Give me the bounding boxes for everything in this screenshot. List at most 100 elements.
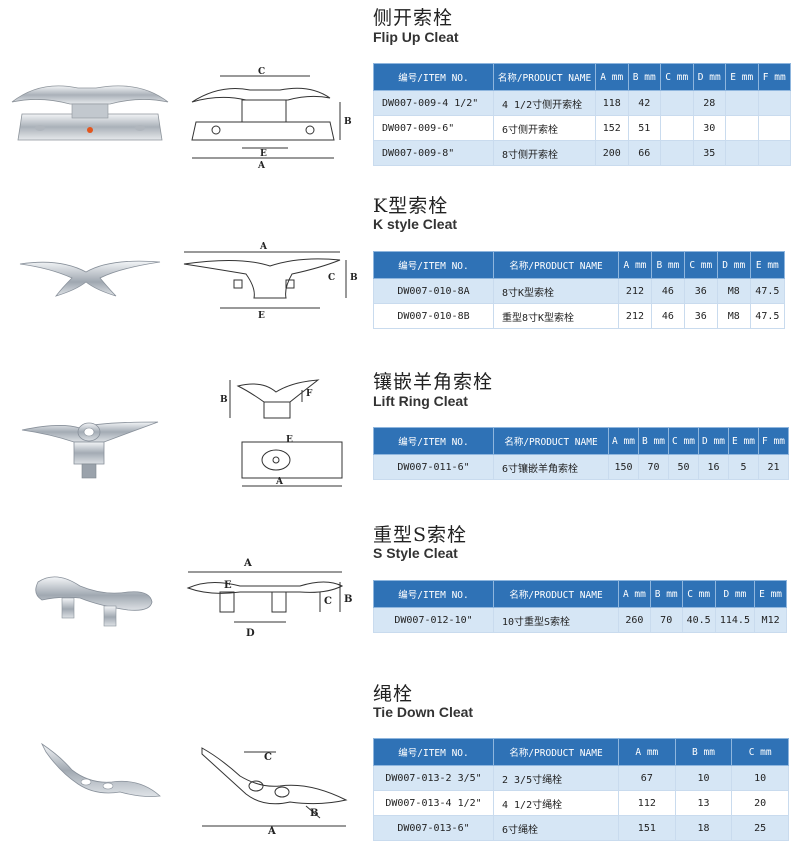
section-title-en: K style Cleat — [373, 216, 458, 232]
col-header: E mm — [728, 427, 759, 455]
col-header: B mm — [650, 251, 685, 279]
cell-d: 30 — [692, 115, 726, 141]
cell-f: 21 — [758, 454, 789, 480]
cell-e — [725, 140, 759, 166]
dim-label: C — [328, 273, 335, 283]
cell-b: 70 — [638, 454, 669, 480]
col-header: 编号/ITEM NO. — [373, 251, 494, 279]
table-row: DW007-012-10" 10寸重型S索栓 260 70 40.5 114.5… — [373, 607, 787, 633]
k-style-cleat-photo — [19, 260, 161, 297]
dim-label: E — [258, 311, 265, 321]
table-row: DW007-013-6" 6寸绳栓 151 18 25 — [373, 815, 789, 841]
cell-b: 46 — [650, 303, 685, 329]
col-header: E mm — [725, 63, 759, 91]
cell-d: 16 — [698, 454, 729, 480]
dim-label: B — [344, 594, 352, 605]
cell-b: 51 — [627, 115, 661, 141]
cell-c: 50 — [668, 454, 699, 480]
cell-e — [725, 115, 759, 141]
cell-a: 150 — [608, 454, 639, 480]
cell-c: 10 — [731, 765, 789, 791]
col-header: E mm — [749, 251, 786, 279]
cell-a: 152 — [595, 115, 629, 141]
cell-item-no: DW007-009-6" — [373, 115, 494, 141]
col-header: B mm — [627, 63, 661, 91]
section-title-zh: 镶嵌羊角索栓 — [373, 371, 494, 393]
table-row: DW007-013-2 3/5" 2 3/5寸绳栓 67 10 10 — [373, 765, 789, 791]
col-header: 编号/ITEM NO. — [373, 738, 494, 766]
cell-f — [757, 90, 791, 116]
cell-product-name: 6寸侧开索栓 — [493, 115, 596, 141]
dim-label: A — [243, 558, 252, 569]
cell-product-name: 10寸重型S索栓 — [493, 607, 619, 633]
col-header: C mm — [660, 63, 694, 91]
dim-label: B — [350, 273, 358, 283]
table-row: DW007-009-6" 6寸侧开索栓 152 51 30 — [373, 115, 791, 141]
cell-a: 260 — [618, 607, 651, 633]
dim-label: B — [310, 808, 318, 819]
cell-b: 46 — [650, 278, 685, 304]
dim-label: A — [259, 242, 268, 252]
col-header: D mm — [714, 580, 756, 608]
col-header: A mm — [618, 738, 676, 766]
cell-a: 67 — [618, 765, 676, 791]
lift-ring-cleat-photo — [21, 421, 159, 479]
col-header: D mm — [692, 63, 726, 91]
cell-a: 212 — [618, 303, 652, 329]
cell-item-no: DW007-009-8" — [373, 140, 494, 166]
dim-label: E — [260, 149, 267, 159]
col-header: 名称/PRODUCT NAME — [493, 427, 609, 455]
flip-up-cleat-photo — [11, 85, 169, 141]
cell-c — [660, 115, 694, 141]
col-header: C mm — [683, 251, 718, 279]
cell-f — [757, 140, 791, 166]
dim-label: C — [258, 67, 265, 77]
table-header-row: 编号/ITEM NO. 名称/PRODUCT NAME A mm B mm C … — [373, 580, 787, 608]
cell-d: M8 — [716, 303, 751, 329]
table-header-row: 编号/ITEM NO. 名称/PRODUCT NAME A mm B mm C … — [373, 251, 786, 279]
cell-a: 118 — [595, 90, 629, 116]
tie-down-cleat-drawing: C B A — [201, 747, 348, 836]
col-header: 名称/PRODUCT NAME — [493, 63, 596, 91]
dim-label: A — [267, 826, 276, 836]
table-row: DW007-010-8B 重型8寸K型索栓 212 46 36 M8 47.5 — [373, 303, 786, 329]
cell-item-no: DW007-009-4 1/2" — [373, 90, 494, 116]
cell-d: 114.5 — [714, 607, 756, 633]
col-header: A mm — [618, 251, 652, 279]
s-style-cleat-photo — [35, 576, 153, 627]
cell-product-name: 重型8寸K型索栓 — [493, 303, 619, 329]
cell-product-name: 6寸镶嵌羊角索栓 — [493, 454, 609, 480]
col-header: B mm — [638, 427, 669, 455]
cell-item-no: DW007-010-8A — [373, 278, 494, 304]
cell-c — [660, 140, 694, 166]
table-header-row: 编号/ITEM NO. 名称/PRODUCT NAME A mm B mm C … — [373, 738, 789, 766]
col-header: C mm — [681, 580, 716, 608]
k-style-cleat-table: 编号/ITEM NO. 名称/PRODUCT NAME A mm B mm C … — [373, 251, 786, 329]
dim-label: C — [324, 596, 332, 607]
col-header: A mm — [618, 580, 651, 608]
section-title-zh: 侧开索栓 — [373, 7, 454, 29]
cell-product-name: 8寸K型索栓 — [493, 278, 619, 304]
cell-d: 35 — [692, 140, 726, 166]
cell-item-no: DW007-013-6" — [373, 815, 494, 841]
cell-product-name: 4 1/2寸侧开索栓 — [493, 90, 596, 116]
col-header: F mm — [757, 63, 791, 91]
cell-e: 47.5 — [749, 278, 786, 304]
lift-ring-cleat-table: 编号/ITEM NO. 名称/PRODUCT NAME A mm B mm C … — [373, 427, 789, 480]
dim-label: B — [344, 117, 352, 127]
cell-c: 40.5 — [681, 607, 716, 633]
cell-e: 47.5 — [749, 303, 786, 329]
cell-item-no: DW007-011-6" — [373, 454, 494, 480]
cell-a: 151 — [618, 815, 676, 841]
col-header: C mm — [668, 427, 699, 455]
col-header: B mm — [674, 738, 733, 766]
tie-down-cleat-table: 编号/ITEM NO. 名称/PRODUCT NAME A mm B mm C … — [373, 738, 789, 841]
tie-down-cleat-photo — [40, 742, 161, 797]
cell-c: 20 — [731, 790, 789, 816]
cell-b: 66 — [627, 140, 661, 166]
table-row: DW007-010-8A 8寸K型索栓 212 46 36 M8 47.5 — [373, 278, 786, 304]
flip-up-cleat-table: 编号/ITEM NO. 名称/PRODUCT NAME A mm B mm C … — [373, 63, 791, 166]
dim-label: B — [220, 395, 228, 405]
k-style-cleat-drawing: A B C E — [183, 242, 358, 321]
table-row: DW007-009-8" 8寸侧开索栓 200 66 35 — [373, 140, 791, 166]
